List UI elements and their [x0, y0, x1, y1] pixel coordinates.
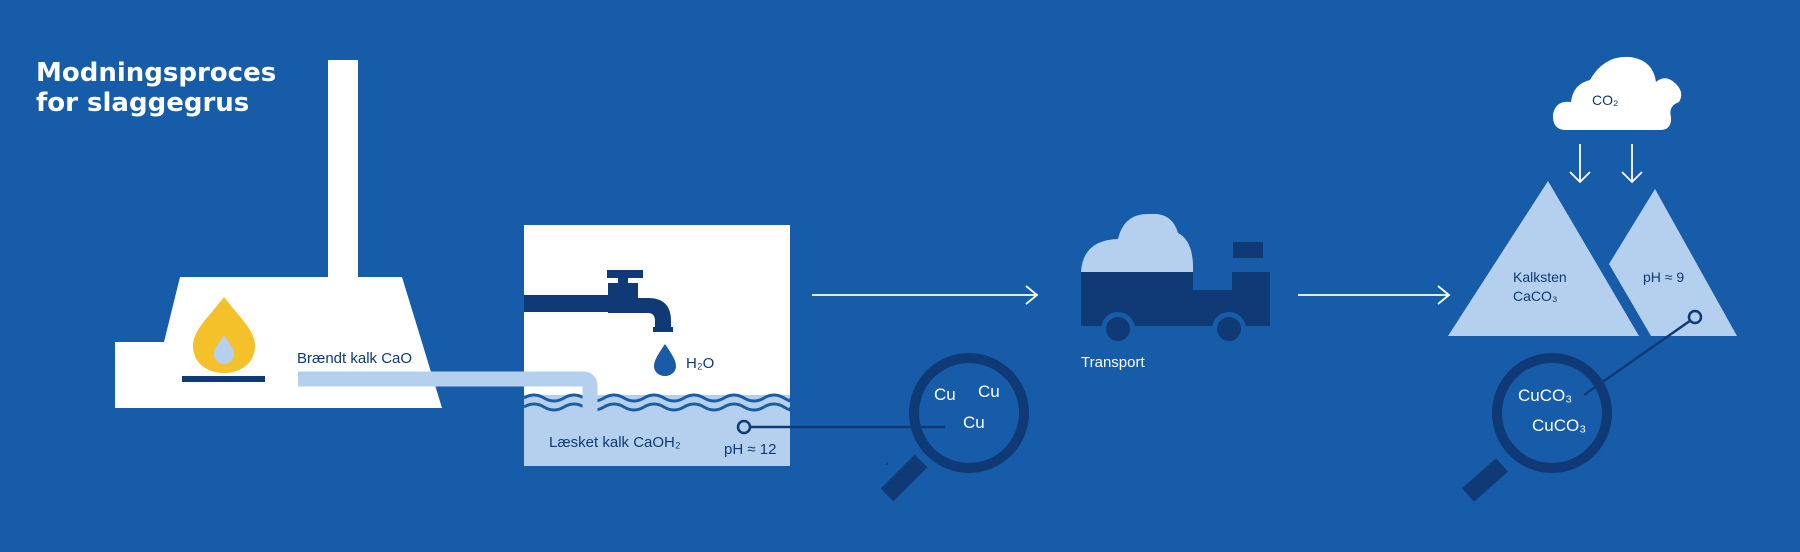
limestone-label-1: Kalksten — [1513, 269, 1567, 285]
connector-dot-2 — [1687, 309, 1703, 325]
flame-core-icon — [214, 335, 234, 364]
truck-load — [1081, 213, 1194, 272]
ph-high-label: pH ≈ 12 — [724, 441, 776, 458]
transport-label: Transport — [1081, 354, 1145, 371]
water-drop-icon — [654, 344, 676, 376]
title-line-2: for slaggegrus — [36, 88, 249, 118]
arrow-to-limestone — [1298, 285, 1451, 305]
water-wave-1 — [523, 393, 793, 403]
truck-bed — [1081, 272, 1193, 326]
co2-down-arrows — [1569, 144, 1643, 184]
arrow-to-transport — [812, 285, 1039, 305]
magnifier-cuco3: CuCO₃ CuCO₃ — [1462, 309, 1703, 502]
magnifier2-item-2: CuCO₃ — [1532, 416, 1586, 435]
chimney — [328, 60, 358, 290]
magnifier-item-3: Cu — [963, 413, 985, 432]
magnifier-ring-2 — [1492, 353, 1612, 473]
limestone-pile-small — [1609, 189, 1737, 336]
limestone-label-2: CaCO₃ — [1513, 288, 1558, 304]
water-label: H₂O — [686, 355, 714, 372]
limestone-piles: Kalksten CaCO₃ pH ≈ 9 — [1448, 181, 1737, 336]
ph-low-label: pH ≈ 9 — [1643, 269, 1684, 285]
cloud-shape — [1552, 56, 1682, 130]
water-tap-icon — [524, 270, 673, 332]
furnace-building — [115, 277, 442, 408]
magnifier2-item-1: CuCO₃ — [1518, 386, 1572, 405]
slaking-tank: H₂O Læsket kalk CaOH₂ pH ≈ 12 — [298, 225, 793, 466]
connector-dot — [736, 419, 752, 435]
magnifier-item-1: Cu — [934, 385, 956, 404]
truck-wheel-rear — [1106, 317, 1130, 341]
co2-cloud-icon: CO₂ — [1552, 56, 1682, 130]
truck-wheel-front — [1217, 317, 1241, 341]
magnifier-handle-2 — [1462, 458, 1508, 502]
burnt-lime-label: Brændt kalk CaO — [297, 350, 412, 367]
magnifier-ring — [909, 353, 1029, 473]
truck-window-frame — [1233, 242, 1263, 258]
water-wave-2 — [523, 402, 793, 412]
magnifier-handle — [880, 454, 928, 502]
magnifier-item-2: Cu — [978, 382, 1000, 401]
lime-pipe — [298, 371, 598, 412]
slaked-lime-label: Læsket kalk CaOH₂ — [549, 434, 681, 451]
title-line-1: Modningsproces — [36, 58, 276, 88]
page-title: Modningsproces for slaggegrus — [36, 58, 276, 118]
magnifier-cu: Cu Cu Cu — [736, 353, 1029, 502]
truck-cab — [1193, 272, 1270, 326]
truck-icon: Transport — [1081, 213, 1270, 371]
burner-bar — [182, 376, 265, 382]
limestone-pile-large — [1448, 181, 1639, 336]
co2-label: CO₂ — [1592, 92, 1618, 108]
